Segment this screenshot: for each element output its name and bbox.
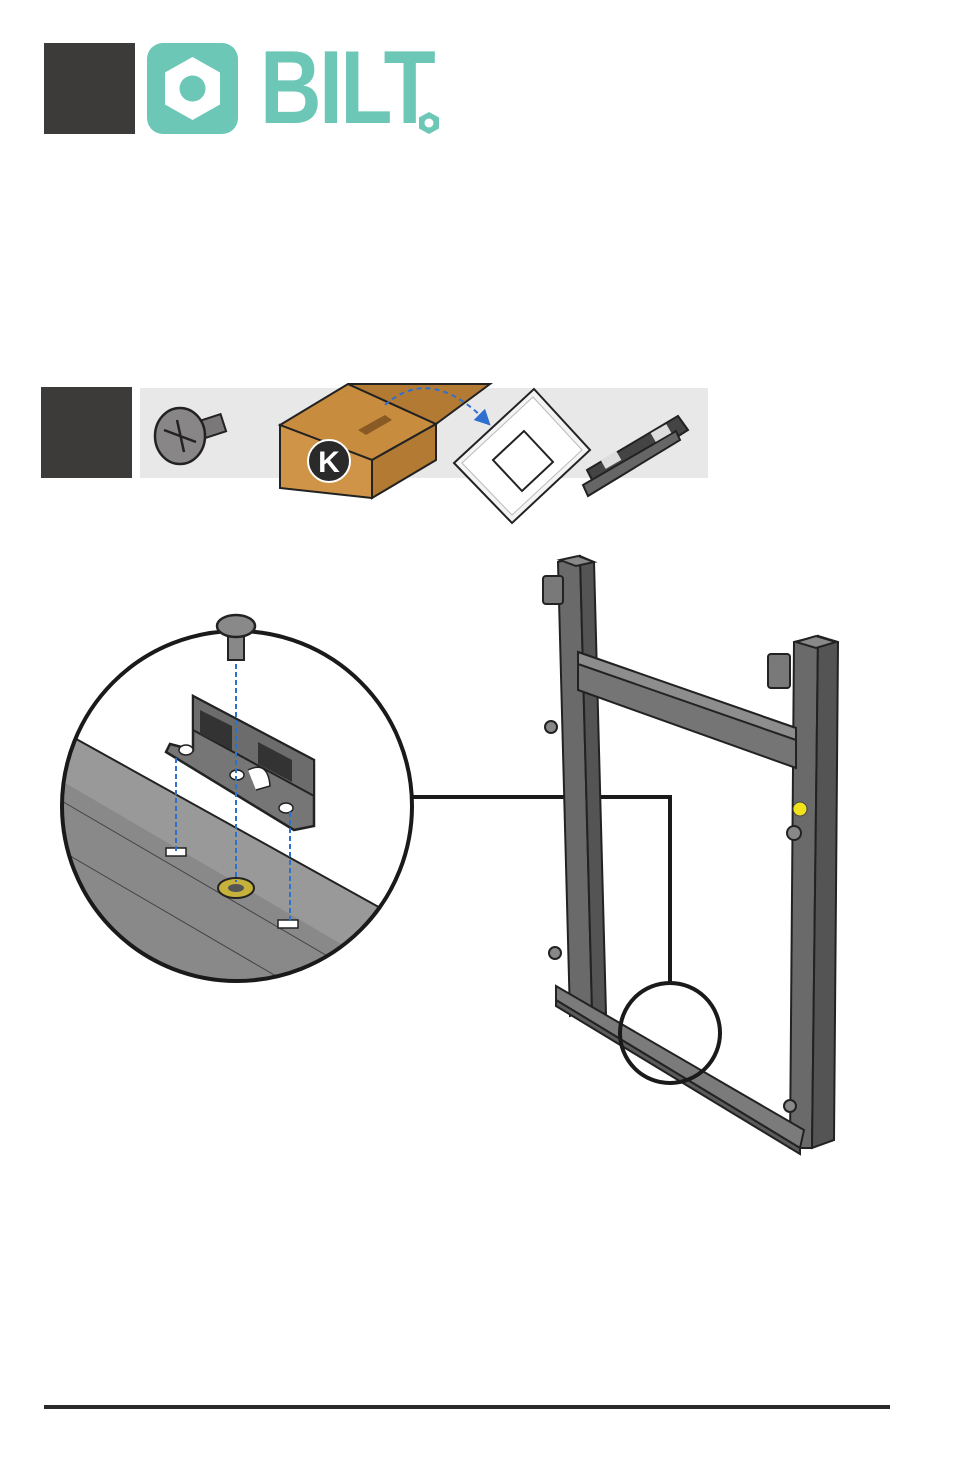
parts-step-box — [41, 387, 132, 478]
bilt-logo-icon — [147, 43, 238, 134]
parts-box-icon: K — [277, 382, 494, 500]
callout-line — [412, 795, 672, 984]
footer-rule — [44, 1405, 890, 1409]
highlight-dot — [792, 801, 808, 817]
screw-icon — [153, 406, 228, 466]
zoom-detail — [62, 631, 412, 981]
brand-name: BILT — [260, 30, 436, 146]
detail-screw-icon — [215, 613, 257, 661]
brand-wordmark: BILT — [260, 28, 436, 148]
hex-nut-icon — [165, 57, 220, 120]
detail-locator-circle — [618, 981, 722, 1085]
brand-dot-icon — [419, 112, 439, 134]
frame-assembly — [542, 554, 840, 1156]
hardware-bag-icon — [452, 387, 592, 525]
box-label: K — [318, 446, 340, 479]
step-number-box — [44, 43, 135, 134]
bracket-icon — [581, 414, 690, 498]
